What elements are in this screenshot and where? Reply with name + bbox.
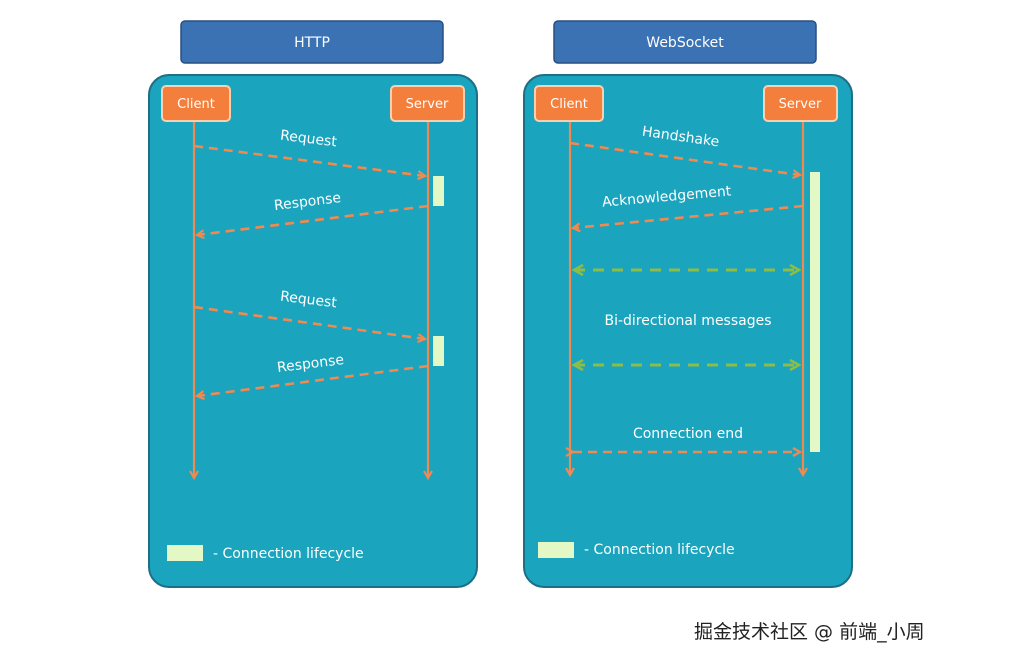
websocket-client-actor [534, 85, 604, 122]
http-request-2-arrow [193, 305, 425, 339]
http-panel [148, 74, 478, 588]
http-response-1-arrow [197, 204, 429, 235]
http-client-label: Client [177, 97, 215, 112]
websocket-header [553, 20, 817, 64]
http-legend-swatch [167, 545, 203, 561]
http-section: HTTP Client Server Request Response Requ… [148, 20, 478, 588]
http-client-actor [161, 85, 231, 122]
watermark-text: 掘金技术社区 @ 前端_小周 [694, 621, 925, 643]
http-request-1-arrow [193, 144, 425, 176]
http-request-1-label: Request [279, 128, 338, 151]
websocket-panel [523, 74, 853, 588]
websocket-section: WebSocket Client Server Handshake Acknow… [523, 20, 853, 588]
websocket-client-label: Client [550, 97, 588, 112]
http-header [180, 20, 444, 64]
http-legend-label: - Connection lifecycle [213, 546, 364, 562]
websocket-acknowledgement-arrow [573, 204, 804, 228]
websocket-server-actor [763, 85, 838, 122]
websocket-bidirectional-label: Bi-directional messages [604, 313, 771, 329]
http-response-2-arrow [197, 364, 429, 396]
http-request-2-label: Request [279, 289, 338, 312]
http-header-title: HTTP [294, 35, 330, 51]
websocket-server-label: Server [779, 97, 822, 112]
http-server-actor [390, 85, 465, 122]
websocket-legend-swatch [538, 542, 574, 558]
websocket-connection-end-label: Connection end [633, 426, 743, 442]
websocket-header-title: WebSocket [646, 35, 724, 51]
http-lifecycle-bar-2 [433, 336, 444, 366]
websocket-handshake-arrow [569, 141, 800, 175]
http-lifecycle-bar-1 [433, 176, 444, 206]
websocket-legend-label: - Connection lifecycle [584, 542, 735, 558]
http-server-label: Server [406, 97, 449, 112]
websocket-lifecycle-bar [810, 172, 820, 452]
